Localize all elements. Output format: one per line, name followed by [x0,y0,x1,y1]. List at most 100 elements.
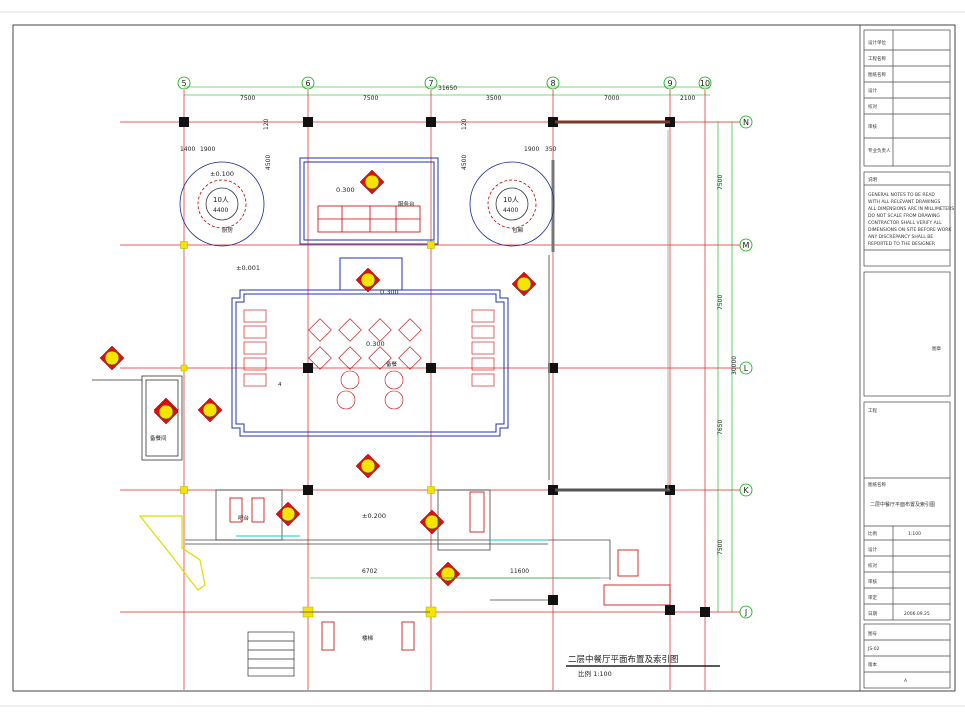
left-service-room [92,375,183,461]
tb-row-6: 审核 [868,123,877,130]
tb-scale-value: 1:100 [908,531,921,537]
tb-row-7: 专业负责人 [868,147,891,154]
grid-row-label: N [743,118,749,127]
room-label-3: 备餐 [386,360,398,368]
column [548,363,558,373]
dining-hall-walls [231,157,509,437]
hall-square-table [398,346,422,370]
dim-right-4: 7500 [717,540,724,555]
tb-notes-title: 说明 [868,176,877,183]
booth-seat [243,325,267,339]
tb-note-3: ALL DIMENSIONS ARE IN MILLIMETERS [868,206,954,212]
lower-partitions [185,489,671,613]
grid-col-label: 5 [181,79,186,88]
tb-mid-5: 日期 [868,611,877,617]
booth-seat [243,341,267,355]
room-label-5: 4 [278,382,282,388]
grid-col-bubble [301,76,315,90]
elev-3: 0.300 [336,186,355,194]
index-marker-center [360,458,376,474]
dim-top-2: 7500 [363,95,378,102]
tb-mid-3: 审核 [868,578,877,585]
grid-col-label: 9 [667,79,672,88]
yellow-column [427,486,435,494]
stair-treads [247,631,295,677]
tb-note-8: REPORTED TO THE DESIGNER [868,241,935,247]
table-left-label: 10人 [213,196,229,204]
grid-row-label: M [743,241,750,250]
drawing-border [12,24,956,692]
tb-row-4: 设计 [868,87,877,94]
yellow-column [180,364,188,372]
grid-row-bubble [739,238,753,252]
grid-col-label: 7 [428,79,433,88]
dim-misc-7: 350 [545,146,557,153]
booth-seat [471,357,495,371]
index-marker-center [202,402,218,418]
grid-col-bubble [698,76,712,90]
dim-misc-6: 120 [461,118,468,130]
tb-row-2: 工程名称 [868,55,886,62]
dim-right-3: 7650 [717,420,724,435]
booth-seat [471,325,495,339]
elev-5: 0.300 [366,340,385,348]
grid-row-bubble [739,483,753,497]
dim-top-3: 3500 [486,95,501,102]
column [700,607,710,617]
tb-note-5: CONTRACTOR SHALL VERIFY ALL [868,220,942,226]
hall-square-table [368,346,392,370]
column [303,117,313,127]
grid-col-label: 8 [550,79,555,88]
stair-lines [138,515,206,591]
booth-seat [243,357,267,371]
grid-col-bubble [424,76,438,90]
grid-row-label: K [743,486,749,495]
room-label-1: 厨房 [222,226,234,234]
dim-misc-8: 1400 [180,146,195,153]
tb-row-3: 图纸名称 [868,71,886,78]
room-label-6: 备餐间 [150,434,167,442]
right-dimension-chain [717,122,733,612]
index-marker-center [280,506,296,522]
tb-mid-4: 审定 [868,594,877,601]
round-table-right: 10人 4400 [469,161,555,247]
column [426,363,436,373]
tb-note-6: DIMENSIONS ON SITE BEFORE WORK [868,227,952,233]
tb-mid-2: 校对 [868,562,877,569]
index-marker-center [104,350,120,366]
dim-total: 31650 [438,85,457,92]
tb-mid-1: 设计 [868,546,877,553]
hall-square-table [308,318,332,342]
drawing-scale: 比例 1:100 [578,669,612,678]
grid-row-label: L [744,364,749,373]
table-right-sub: 4400 [503,207,518,214]
tb-row-5: 校对 [868,103,877,110]
index-marker-center [440,566,456,582]
booth-seat [243,309,267,323]
tb-row-1: 设计单位 [868,39,886,46]
table-right-label: 10人 [503,196,519,204]
elev-1: ±0.100 [210,170,234,178]
column [548,485,558,495]
room-label-8: 吧台 [238,514,250,522]
elev-6: ±0.200 [362,512,386,520]
drawing-title: 二层中餐厅平面布置及索引图 [568,654,679,665]
room-label-7: 楼梯 [362,634,374,642]
column [426,117,436,127]
yellow-column [180,486,188,494]
index-marker-center [516,276,532,292]
grid-row-bubble [739,361,753,375]
elev-2: ±0.001 [236,264,260,272]
dim-top-1: 7500 [240,95,255,102]
index-marker-center [364,174,380,190]
title-block [863,29,951,689]
tb-drawing-name-label: 图纸名称 [868,481,886,488]
dim-top-4: 7000 [604,95,619,102]
index-marker-center [360,272,376,288]
hall-tables [243,309,495,410]
tb-note-7: ANY DISCREPANCY SHALL BE [868,234,933,240]
index-marker-center [158,404,174,420]
structural-columns [179,117,710,617]
dim-bottom-2: 11600 [510,568,529,575]
dim-misc-4: 4500 [461,155,468,170]
